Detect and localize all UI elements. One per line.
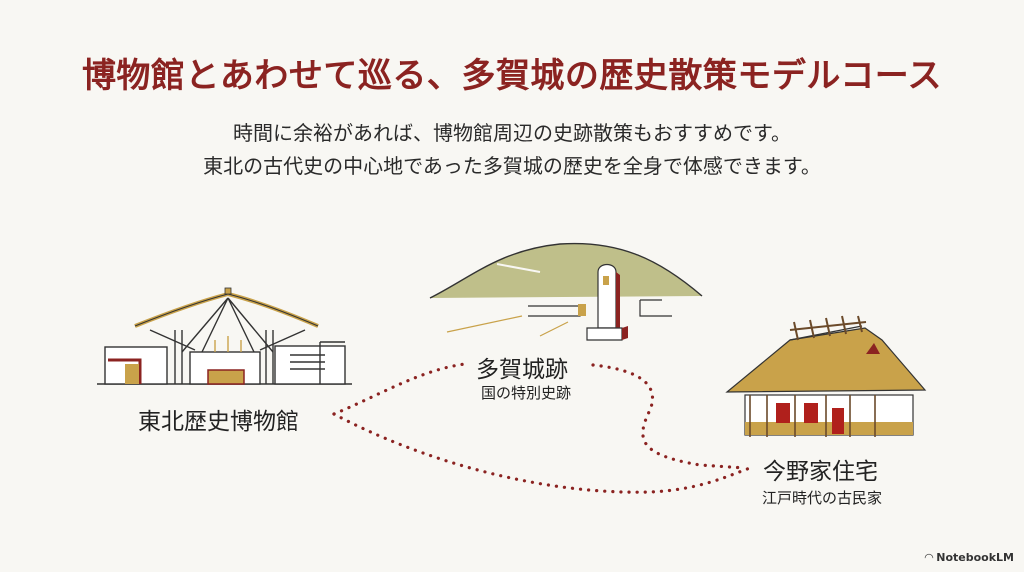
place-name-museum: 東北歴史博物館 — [138, 409, 299, 435]
place-sub-taga-castle: 国の特別史跡 — [481, 384, 572, 402]
place-name-konno-house: 今野家住宅 — [763, 459, 878, 485]
thatched-farmhouse-icon — [725, 315, 927, 437]
museum-building-icon — [97, 287, 352, 385]
brand-badge: ◠ NotebookLM — [925, 551, 1014, 564]
place-sub-konno-house: 江戸時代の古民家 — [762, 489, 883, 507]
lead-text-line-1: 時間に余裕があれば、博物館周辺の史跡散策もおすすめです。 — [233, 121, 791, 145]
brand-label: NotebookLM — [936, 551, 1014, 564]
lead-text-line-2: 東北の古代史の中心地であった多賀城の歴史を全身で体感できます。 — [203, 154, 821, 178]
page-title: 博物館とあわせて巡る、多賀城の歴史散策モデルコース — [81, 56, 943, 96]
castle-ruins-monument-icon — [429, 242, 703, 341]
notebooklm-logo-icon: ◠ — [924, 551, 934, 564]
route-path-dotted — [332, 362, 752, 494]
place-name-taga-castle: 多賀城跡 — [476, 357, 568, 383]
